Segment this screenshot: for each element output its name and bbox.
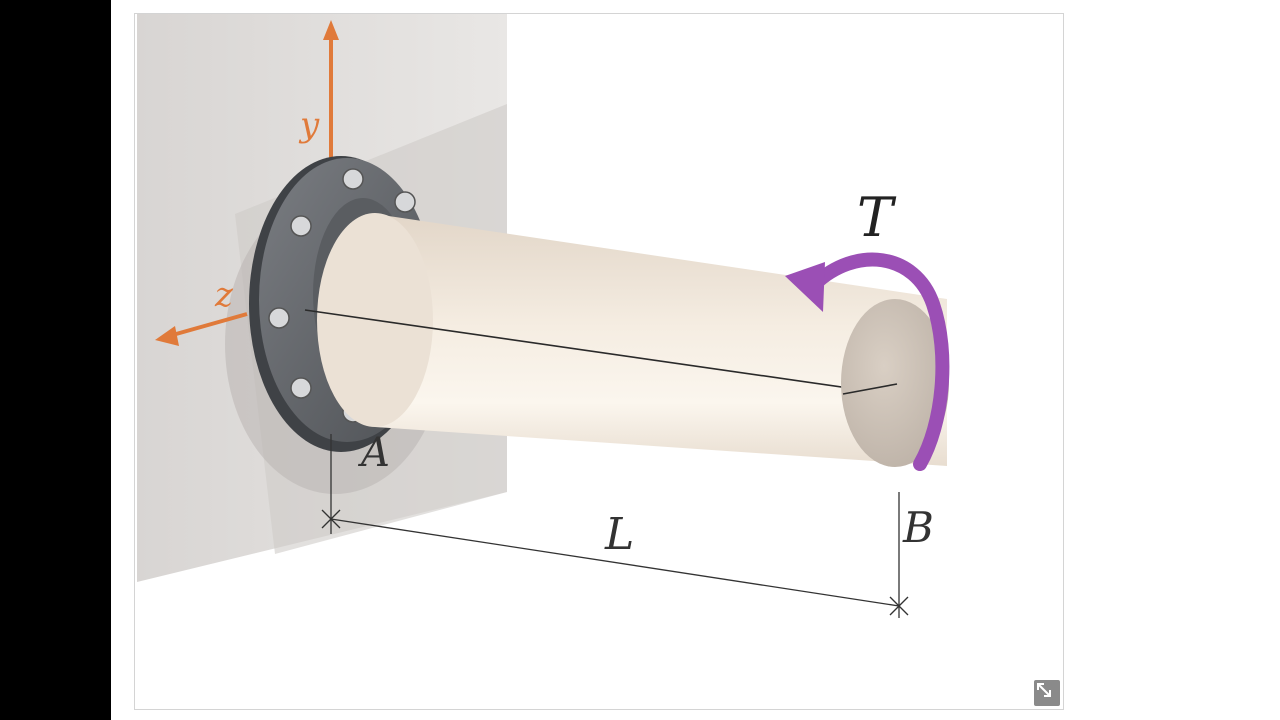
left-black-bar (0, 0, 111, 720)
expand-arrows-icon (1037, 683, 1051, 697)
shaft-end-face (841, 299, 949, 467)
circular-shaft (304, 213, 949, 467)
z-axis-label: z (214, 275, 234, 315)
shaft-torsion-diagram: T y z A L B (137, 14, 950, 618)
torque-label: T (857, 186, 897, 249)
y-axis-arrow (323, 20, 339, 164)
figure-panel: T y z A L B (134, 13, 1064, 710)
end-a-label: A (357, 430, 390, 476)
length-label: L (604, 509, 634, 560)
torque-arrow (785, 252, 950, 471)
flange-bolts (268, 168, 416, 423)
expand-button[interactable] (1034, 680, 1060, 706)
end-b-label: B (902, 503, 934, 552)
length-dimension (321, 434, 909, 618)
z-axis-arrow (155, 312, 248, 346)
y-axis-label: y (298, 105, 320, 145)
